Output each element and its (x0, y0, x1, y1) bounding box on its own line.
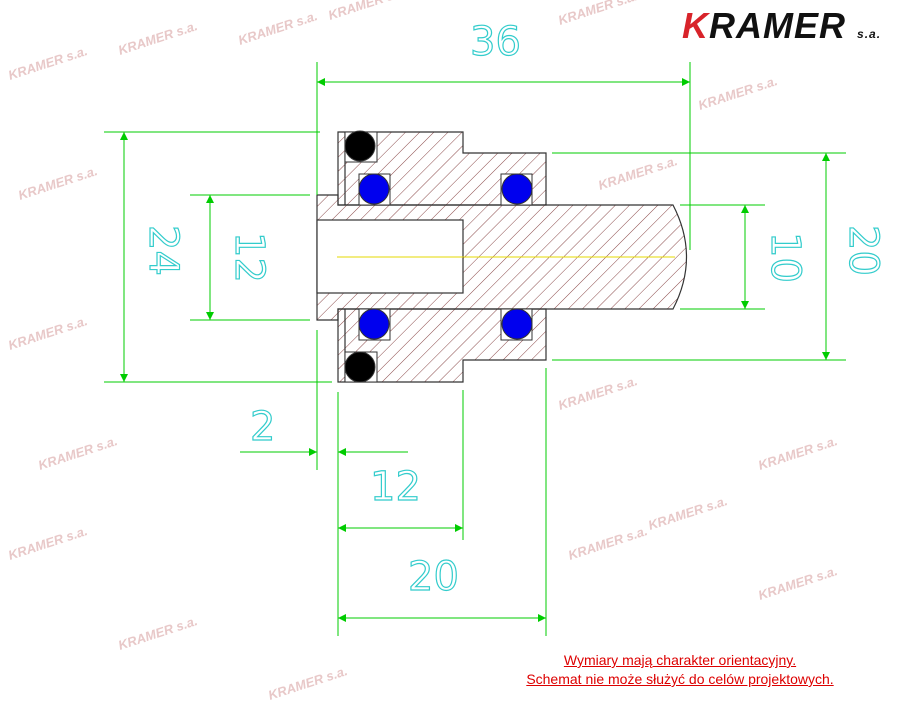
o-ring-blue (501, 308, 533, 340)
dim-shaft-diameter: 10 (762, 232, 808, 283)
dim-lip-width: 2 (250, 404, 275, 450)
dim-flange-diameter: 24 (140, 225, 186, 276)
logo-suffix: s.a. (857, 27, 882, 41)
dim-housing-diameter: 20 (840, 225, 886, 276)
kramer-logo: KRAMER s.a. (682, 6, 881, 54)
note-line-1: Wymiary mają charakter orientacyjny. (563, 652, 797, 668)
dim-flange-length: 12 (370, 464, 421, 510)
dim-bore-diameter: 12 (226, 232, 272, 283)
note-line-2: Schemat nie może służyć do celów projekt… (526, 671, 834, 687)
dim-overall-length: 36 (470, 19, 521, 65)
o-ring-blue (358, 308, 390, 340)
logo-initial: K (682, 5, 709, 46)
o-ring-black (344, 351, 376, 383)
seals (344, 130, 533, 383)
dim-housing-length: 20 (408, 554, 459, 600)
logo-name: RAMER (709, 5, 846, 46)
o-ring-blue (501, 173, 533, 205)
o-ring-blue (358, 173, 390, 205)
o-ring-black (344, 130, 376, 162)
dimension-lines (104, 62, 846, 636)
disclaimer-note: Wymiary mają charakter orientacyjny. Sch… (470, 651, 890, 689)
